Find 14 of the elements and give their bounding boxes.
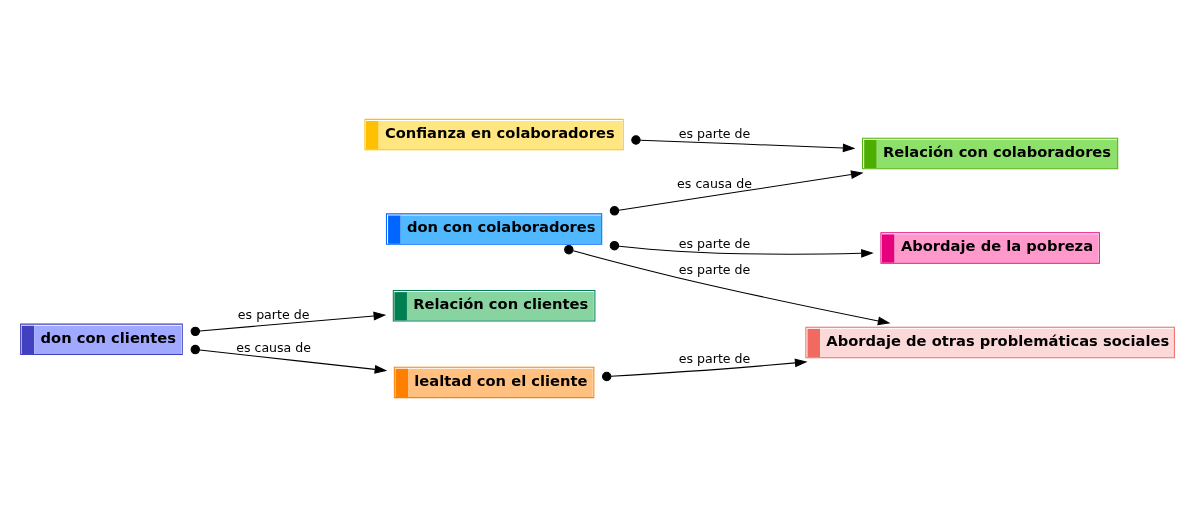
edge-label: es parte de [678,261,751,277]
arrow [190,344,388,374]
arrow [190,311,387,337]
arrow [609,170,864,216]
edge-label: es parte de [678,126,751,142]
arrow [631,135,856,153]
arrow [609,240,874,258]
edge-label: es causa de [236,339,312,355]
edge-label: es parte de [237,306,310,322]
edge-label: es parte de [678,351,751,367]
arrow [602,358,808,382]
arrow [564,244,891,326]
edge-label: es parte de [678,235,751,251]
edge-label: es causa de [677,175,752,191]
